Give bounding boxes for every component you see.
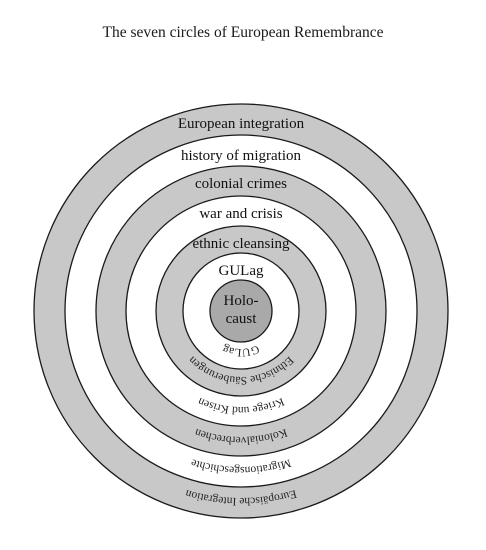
- core-holocaust: [209, 279, 273, 343]
- core-label-line-1: Holo-: [224, 293, 259, 309]
- label-war-and-crisis: war and crisis: [199, 206, 282, 222]
- label-european-integration: European integration: [178, 116, 305, 132]
- diagram-title: The seven circles of European Remembranc…: [102, 24, 384, 41]
- label-ethnic-cleansing: ethnic cleansing: [192, 236, 290, 252]
- core-label-line-2: caust: [226, 311, 258, 327]
- label-colonial-crimes: colonial crimes: [195, 176, 287, 192]
- label-gulag: GULag: [219, 263, 264, 279]
- label-history-of-migration: history of migration: [181, 148, 301, 164]
